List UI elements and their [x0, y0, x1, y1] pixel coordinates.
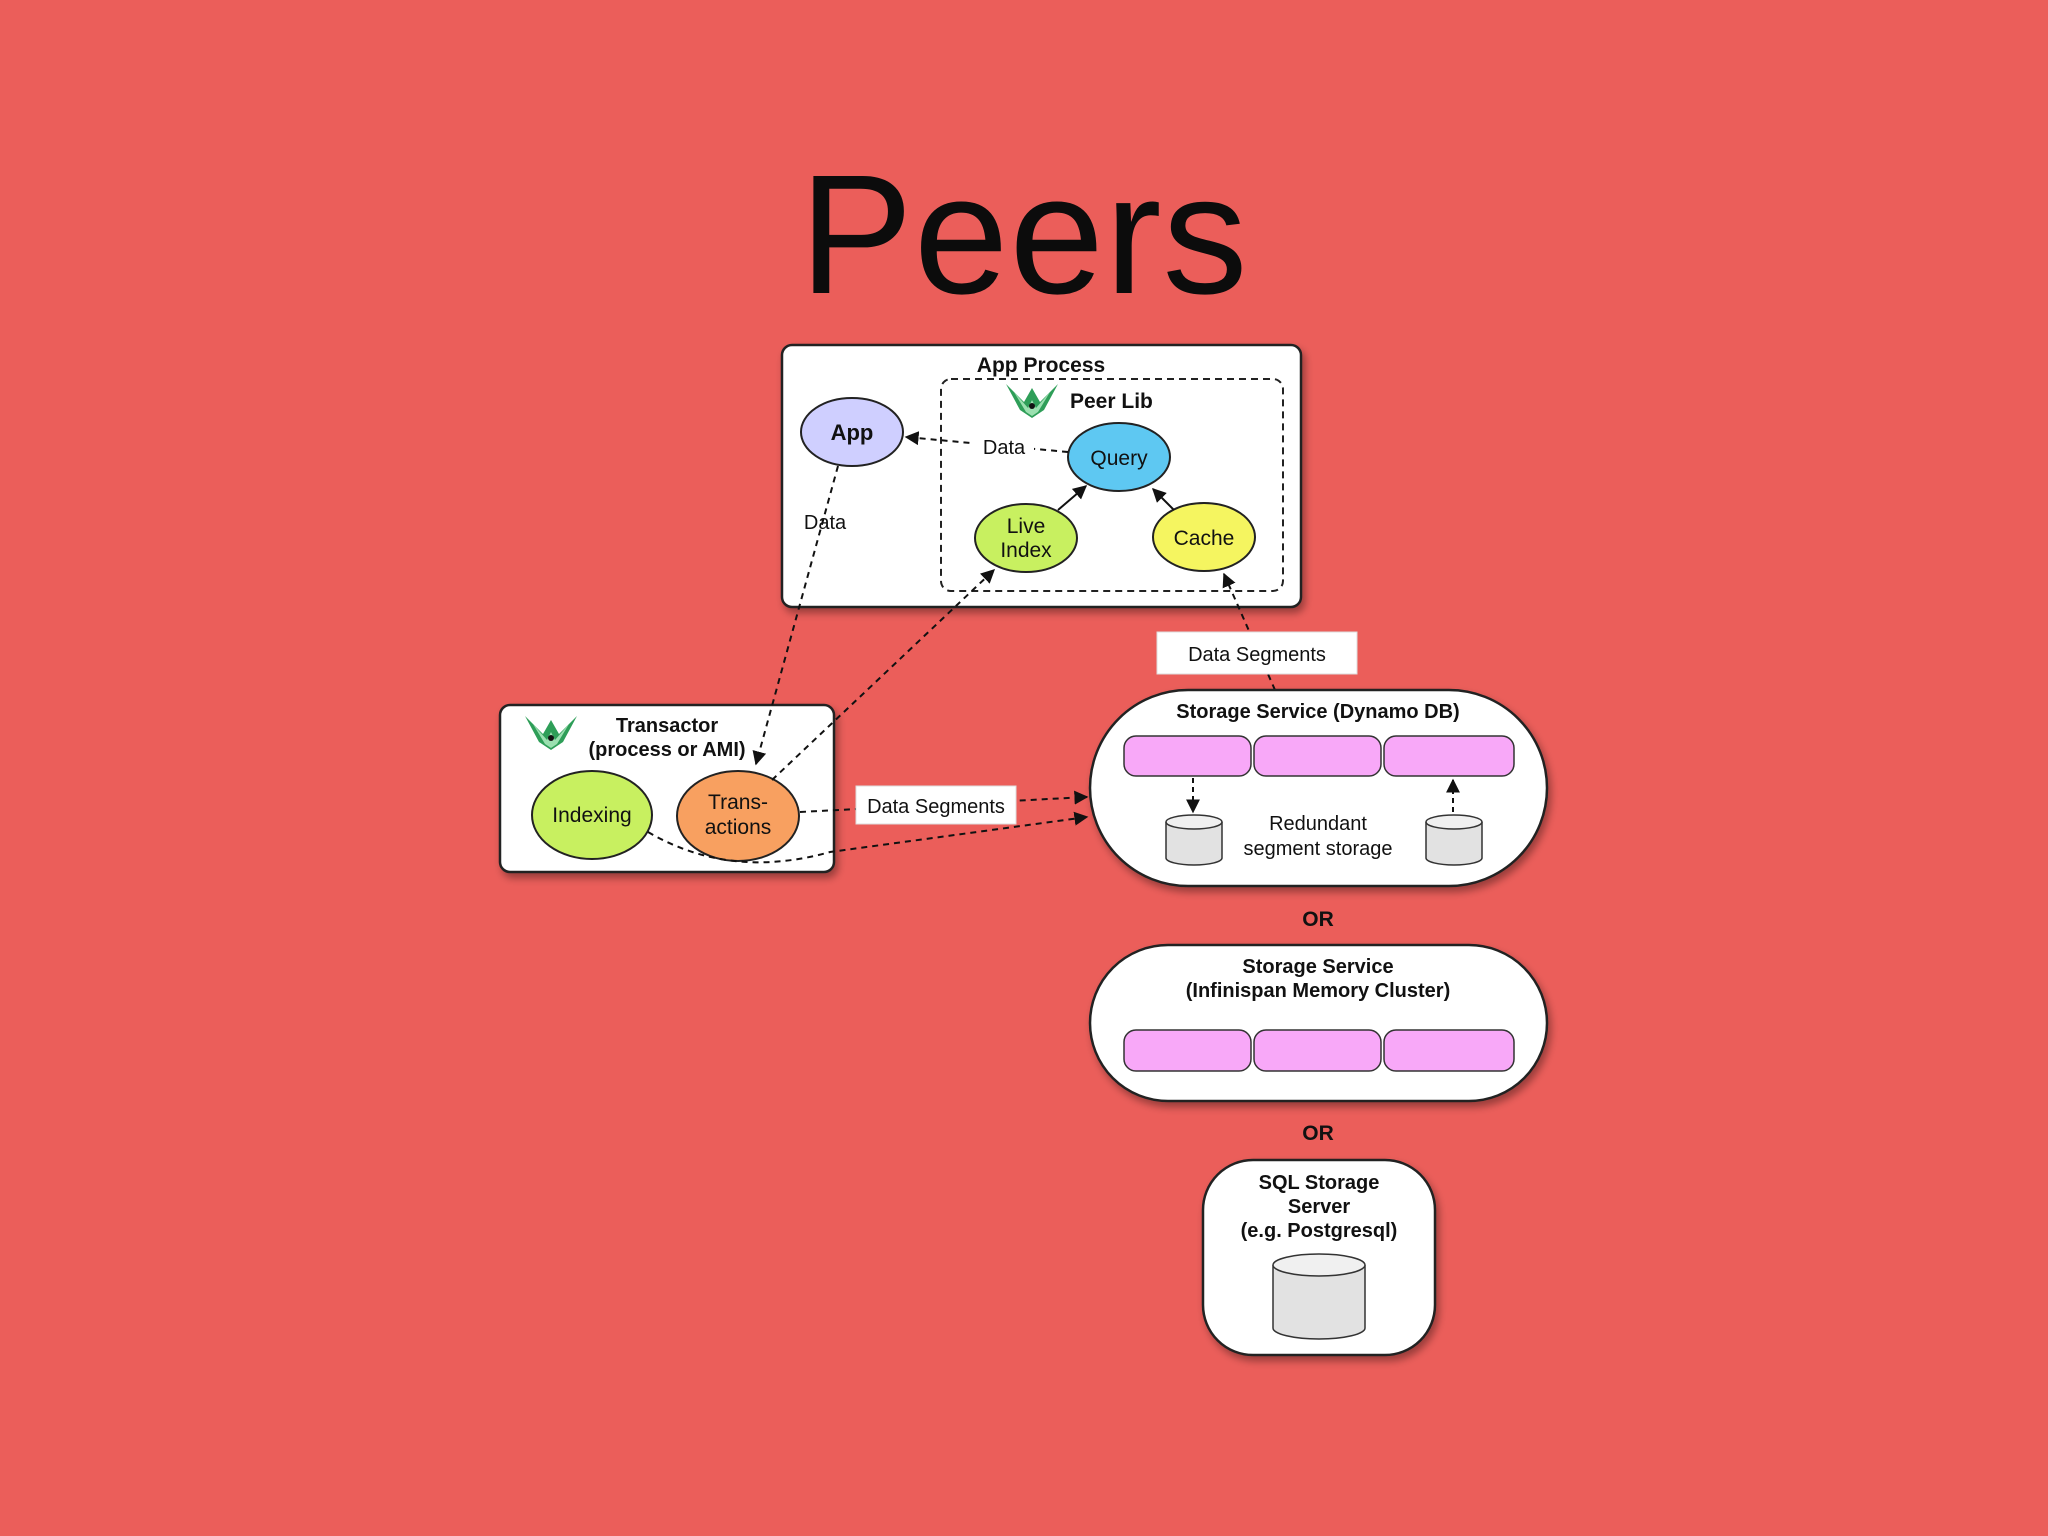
infinispan-segment-1 [1123, 1029, 1252, 1072]
indexing-to-storage-arrow [647, 811, 1089, 864]
transactor-title-line1: Transactor [616, 715, 718, 737]
data-segments-top-label-box: Data Segments [1156, 631, 1358, 675]
cache-node-label: Cache [1174, 527, 1235, 550]
dynamo-cylinder-right-icon [1425, 814, 1483, 866]
redundant-label-line2: segment storage [1244, 838, 1393, 860]
sql-storage-box: SQL Storage Server (e.g. Postgresql) [1201, 1158, 1437, 1357]
dynamo-storage-box: Storage Service (Dynamo DB) Redundant se… [1088, 688, 1549, 888]
live-index-to-query-arrow [1057, 485, 1088, 511]
dynamo-cylinder-left-icon [1165, 814, 1223, 866]
app-node [800, 397, 904, 467]
transactions-to-live-index-arrow [771, 569, 996, 781]
infinispan-storage-box: Storage Service (Infinispan Memory Clust… [1088, 943, 1549, 1103]
peer-lib-label: Peer Lib [1070, 390, 1153, 413]
data-label-vertical: Data [804, 512, 847, 534]
app-process-title: App Process [977, 354, 1105, 377]
sql-title-line2: Server [1288, 1196, 1350, 1218]
sql-database-cylinder-icon [1272, 1253, 1366, 1340]
data-segments-mid-label: Data Segments [867, 796, 1005, 818]
query-node-label: Query [1090, 447, 1148, 470]
infinispan-title-line1: Storage Service [1242, 956, 1393, 978]
query-node [1067, 422, 1171, 492]
infinispan-title-line2: (Infinispan Memory Cluster) [1186, 980, 1450, 1002]
dynamo-segment-2 [1253, 735, 1382, 777]
cache-node [1152, 502, 1256, 572]
transactions-label-line1: Trans- [708, 791, 768, 814]
transactions-label-line2: actions [705, 816, 772, 839]
transactor-box: Transactor (process or AMI) Indexing Tra… [498, 703, 836, 874]
peer-lib-boundary [940, 378, 1284, 592]
dynamo-segment-1 [1123, 735, 1252, 777]
transactions-node [676, 770, 800, 862]
infinispan-segment-2 [1253, 1029, 1382, 1072]
cache-to-query-arrow [1152, 488, 1175, 511]
slide-title: Peers [799, 140, 1249, 330]
app-node-label: App [831, 420, 874, 445]
data-segments-top-label: Data Segments [1188, 644, 1326, 666]
indexing-node-label: Indexing [552, 804, 631, 827]
data-label-horizontal: Data [983, 437, 1026, 459]
live-index-node [974, 503, 1078, 573]
infinispan-segment-3 [1383, 1029, 1515, 1072]
app-to-transactions-arrow [752, 465, 839, 766]
or-label-2: OR [1302, 1122, 1334, 1145]
live-index-label-line1: Live [1007, 515, 1046, 538]
sql-title-line3: (e.g. Postgresql) [1241, 1220, 1398, 1242]
redundant-label-line1: Redundant [1269, 813, 1367, 835]
dynamo-title: Storage Service (Dynamo DB) [1176, 701, 1459, 723]
transactor-title-line2: (process or AMI) [588, 739, 745, 761]
live-index-label-line2: Index [1000, 539, 1052, 562]
app-process-box: App Process Peer Lib App Query Live Inde… [780, 343, 1303, 609]
sql-title-line1: SQL Storage [1259, 1172, 1380, 1194]
or-label-1: OR [1302, 908, 1334, 931]
dynamo-segment-3 [1383, 735, 1515, 777]
data-segments-mid-label-box: Data Segments [855, 785, 1017, 825]
indexing-node [531, 770, 653, 860]
